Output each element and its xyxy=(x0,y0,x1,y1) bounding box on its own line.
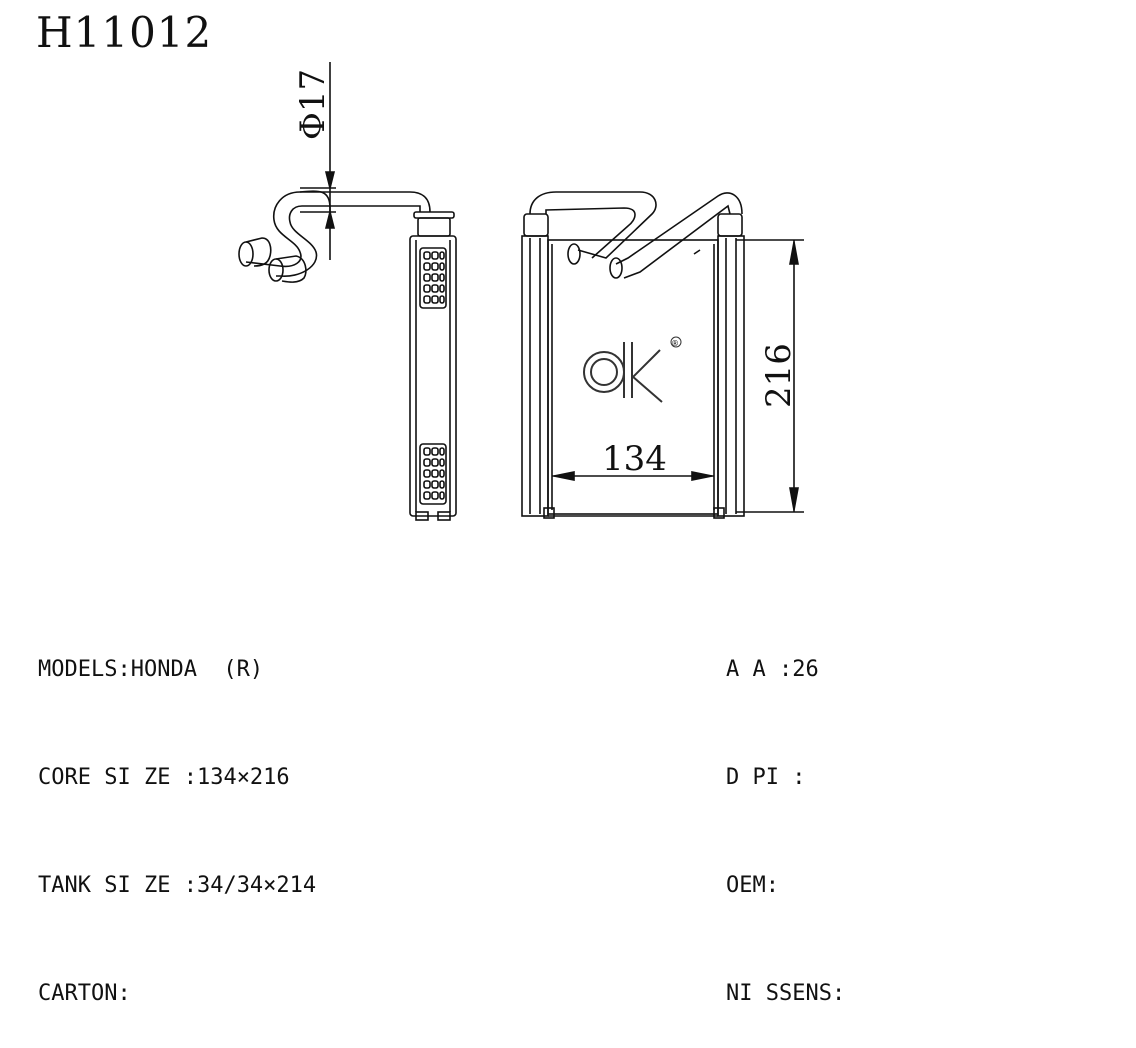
specs-left: MODELS:HONDA (R) CORE SI ZE :134×216 TAN… xyxy=(38,580,316,1048)
spec-models: MODELS:HONDA (R) xyxy=(38,657,264,682)
spec-dpi: D PI : xyxy=(726,765,806,790)
front-pipes xyxy=(529,191,743,279)
left-tank xyxy=(521,235,549,517)
height-dimension xyxy=(736,239,804,513)
right-tank xyxy=(717,235,745,517)
spec-oem: OEM: xyxy=(726,873,779,898)
pipe-diameter-dimension xyxy=(300,62,336,260)
spec-aa: A A :26 xyxy=(726,657,819,682)
spec-carton: CARTON: xyxy=(38,981,131,1006)
specs-right: A A :26 D PI : OEM: NI SSENS: xyxy=(726,580,845,1048)
side-view xyxy=(238,62,457,521)
front-view xyxy=(521,191,804,519)
spec-tank-size: TANK SI ZE :34/34×214 xyxy=(38,873,317,898)
width-label: 134 xyxy=(602,439,667,479)
brand-logo xyxy=(583,336,682,403)
tube-grid-bottom xyxy=(419,443,447,505)
side-tank xyxy=(409,235,457,517)
spec-nissens: NI SSENS: xyxy=(726,981,846,1006)
heater-core-drawing: Φ17 216 134 ® xyxy=(238,62,804,521)
spec-core-size: CORE SI ZE :134×216 xyxy=(38,765,290,790)
part-number-title: H11012 xyxy=(36,8,213,57)
pipe-diameter-label: Φ17 xyxy=(293,69,333,140)
tube-grid-top xyxy=(419,247,447,309)
core xyxy=(547,239,719,515)
width-dimension xyxy=(552,471,714,481)
registered-mark: ® xyxy=(671,339,679,348)
side-pipes xyxy=(238,190,431,283)
height-label: 216 xyxy=(759,343,799,408)
